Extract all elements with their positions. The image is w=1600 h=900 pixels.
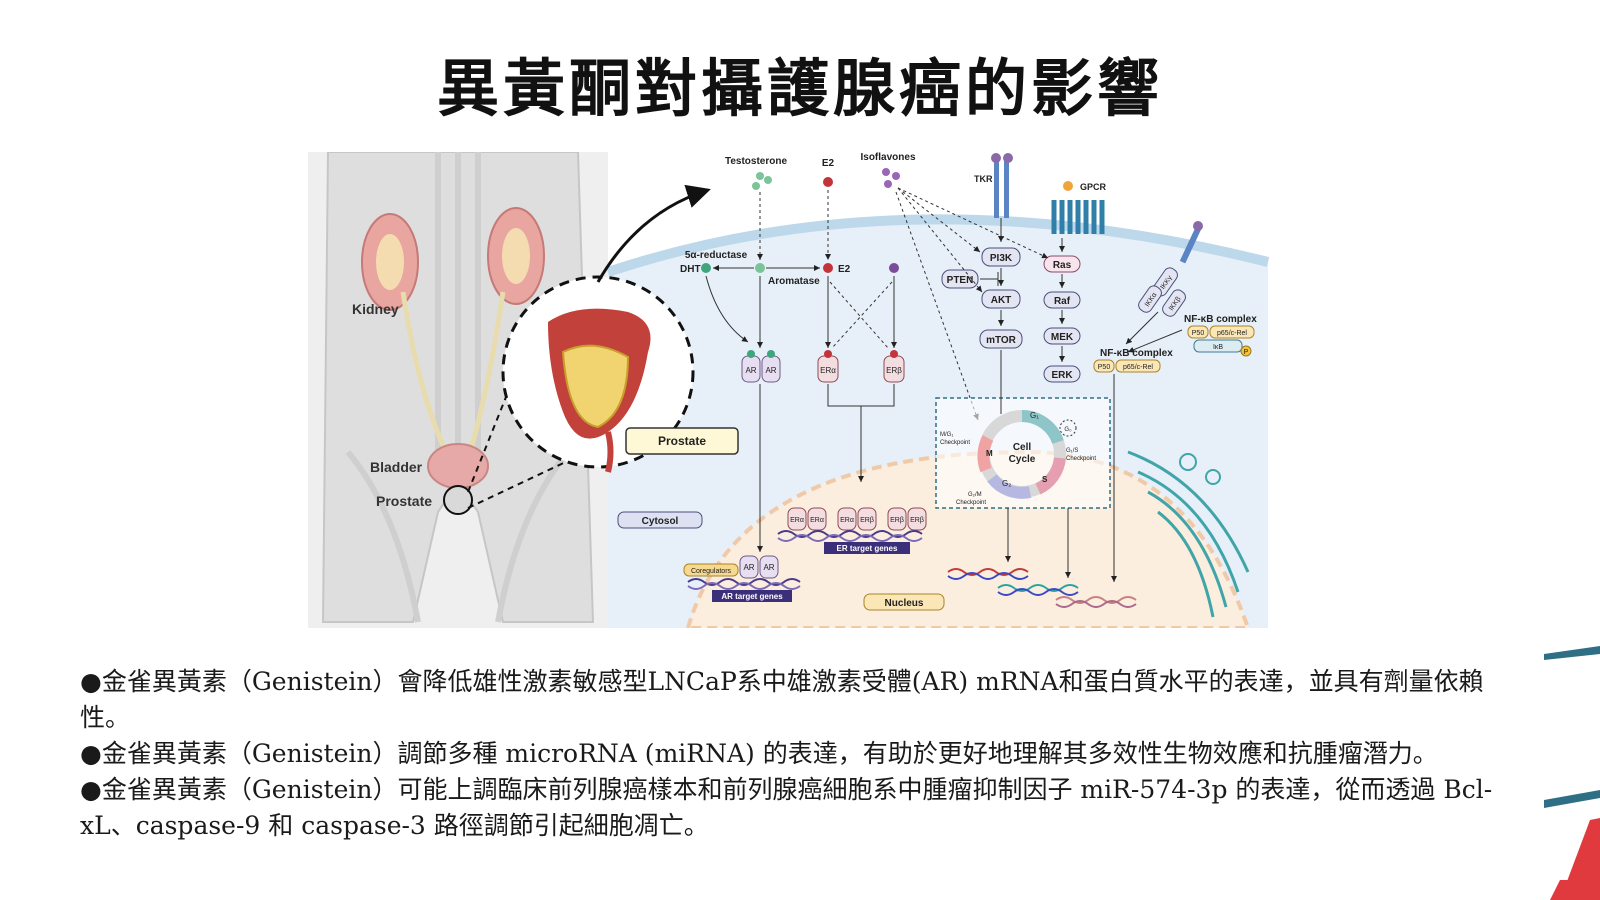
bullet-marker: ● (80, 667, 102, 696)
phase-g0: G₀ (1064, 427, 1072, 433)
g2m-checkpoint: G₂/M (968, 492, 982, 498)
bullet-text: 金雀異黃素（Genistein）可能上調臨床前列腺癌樣本和前列腺癌細胞系中腫瘤抑… (80, 775, 1493, 840)
e2-top-label: E2 (822, 158, 835, 169)
dimer-label: ERα (790, 517, 804, 524)
isoflavone-arrows (895, 187, 1049, 421)
steroid-conversion: 5α-reductase DHT Aromatase E2 (680, 190, 899, 349)
phospho-badge: P (1244, 349, 1249, 356)
ar-receptor-1: AR (745, 366, 756, 375)
er-beta-receptor: ERβ (886, 366, 902, 375)
bullet-item: ●金雀異黃素（Genistein）會降低雄性激素敏感型LNCaP系中雄激素受體(… (80, 664, 1530, 736)
bullet-text: 金雀異黃素（Genistein）調節多種 microRNA (miRNA) 的表… (101, 739, 1438, 768)
mtor-node: mTOR (986, 335, 1017, 346)
cell-cycle-center-2: Cycle (1009, 454, 1036, 465)
isoflavones-label: Isoflavones (860, 152, 915, 163)
receptors: AR AR ERα ERβ (741, 350, 905, 552)
gpcr-label: GPCR (1080, 182, 1107, 192)
nucleus-ar-1: AR (743, 563, 754, 572)
prostate-callout-label: Prostate (658, 434, 706, 448)
er-alpha-receptor: ERα (820, 366, 836, 375)
dimer-label: ERβ (910, 517, 924, 524)
dimer-label: ERα (840, 517, 854, 524)
bullet-list: ●金雀異黃素（Genistein）會降低雄性激素敏感型LNCaP系中雄激素受體(… (80, 664, 1530, 844)
bullet-marker: ● (80, 775, 102, 804)
raf-node: Raf (1054, 296, 1071, 307)
p50-mid: P50 (1098, 364, 1111, 371)
dht-label: DHT (680, 264, 701, 275)
kidney-label: Kidney (352, 301, 399, 317)
er-target-genes: ER target genes (837, 544, 898, 553)
testosterone-label: Testosterone (725, 156, 787, 167)
g1s-checkpoint-b: Checkpoint (1066, 456, 1096, 462)
mapk-pathway: Ras Raf MEK ERK (1043, 238, 1081, 383)
nucleus-content: Cytosol Nucleus ERα ERα ERα ERβ ERβ ERβ … (617, 507, 1137, 611)
nfkb-complex-mid: NF-κB complex (1100, 348, 1173, 359)
pi3k-node: PI3K (990, 253, 1013, 264)
ras-node: Ras (1053, 260, 1072, 271)
bullet-item: ●金雀異黃素（Genistein）調節多種 microRNA (miRNA) 的… (80, 736, 1530, 772)
phase-m: M (986, 449, 993, 458)
prostate-marker (443, 485, 473, 515)
g2m-checkpoint-b: Checkpoint (956, 500, 986, 506)
cell-cycle-box: Cell Cycle G₁ G₀ S G₂ M M/G₁ Checkpoint … (935, 350, 1111, 578)
p65-mid: p65/c-Rel (1123, 364, 1153, 371)
dimer-label: ERβ (860, 517, 874, 524)
nucleus-ar-2: AR (763, 563, 774, 572)
phase-s: S (1042, 475, 1048, 484)
e2-mid-label: E2 (838, 264, 851, 275)
er-dimers: ERα ERα ERα ERβ ERβ ERβ (787, 507, 927, 531)
cell-cycle-center-1: Cell (1013, 442, 1032, 453)
phase-g2: G₂ (1002, 479, 1011, 488)
g1s-checkpoint: G₁/S (1066, 448, 1078, 454)
bladder-icon (427, 443, 489, 489)
ikb-node: IκB (1213, 344, 1223, 351)
nucleus-label: Nucleus (885, 598, 924, 609)
bladder-label: Bladder (370, 459, 423, 475)
aromatase-label: Aromatase (768, 276, 820, 287)
mg1-checkpoint: M/G₁ (940, 432, 953, 438)
phase-g1: G₁ (1030, 411, 1039, 420)
bullet-item: ●金雀異黃素（Genistein）可能上調臨床前列腺癌樣本和前列腺癌細胞系中腫瘤… (80, 772, 1530, 844)
pi3k-pathway: PI3K PTEN AKT mTOR (941, 218, 1023, 349)
erk-node: ERK (1051, 370, 1073, 381)
prostate-zoom-callout: Prostate (467, 184, 739, 509)
tkr-label: TKR (974, 174, 993, 184)
corner-decoration (1544, 646, 1600, 900)
coregulators-label: Coregulators (691, 568, 732, 575)
slide-title: 異黃酮對攝護腺癌的影響 (436, 52, 1163, 125)
ar-receptor-2: AR (765, 366, 776, 375)
pten-node: PTEN (947, 275, 974, 286)
reductase-label: 5α-reductase (685, 250, 748, 261)
p65-top: p65/c-Rel (1217, 330, 1247, 337)
nfkb-complex-top: NF-κB complex (1184, 314, 1257, 325)
bullet-text: 金雀異黃素（Genistein）會降低雄性激素敏感型LNCaP系中雄激素受體(A… (80, 667, 1484, 732)
dimer-label: ERβ (890, 517, 904, 524)
ar-target-genes: AR target genes (721, 592, 783, 601)
akt-node: AKT (991, 295, 1012, 306)
mg1-checkpoint-b: Checkpoint (940, 440, 970, 446)
prostate-pathway-figure: Kidney Bladder Prostate Prostate Testost… (308, 152, 1286, 628)
bullet-marker: ● (80, 739, 102, 768)
membrane-receptors: TKR GPCR (974, 153, 1107, 234)
p50-top: P50 (1192, 330, 1205, 337)
cytosol-label: Cytosol (642, 516, 679, 527)
nfkb-pathway: IKKγ IKKα IKKβ NF-κB complex P50 p65/c-R… (1093, 221, 1257, 582)
prostate-label: Prostate (376, 493, 432, 509)
ligands: Testosterone E2 Isoflavones (725, 152, 916, 190)
mek-node: MEK (1051, 332, 1074, 343)
cell-membrane (606, 214, 1270, 277)
dimer-label: ERα (810, 517, 824, 524)
